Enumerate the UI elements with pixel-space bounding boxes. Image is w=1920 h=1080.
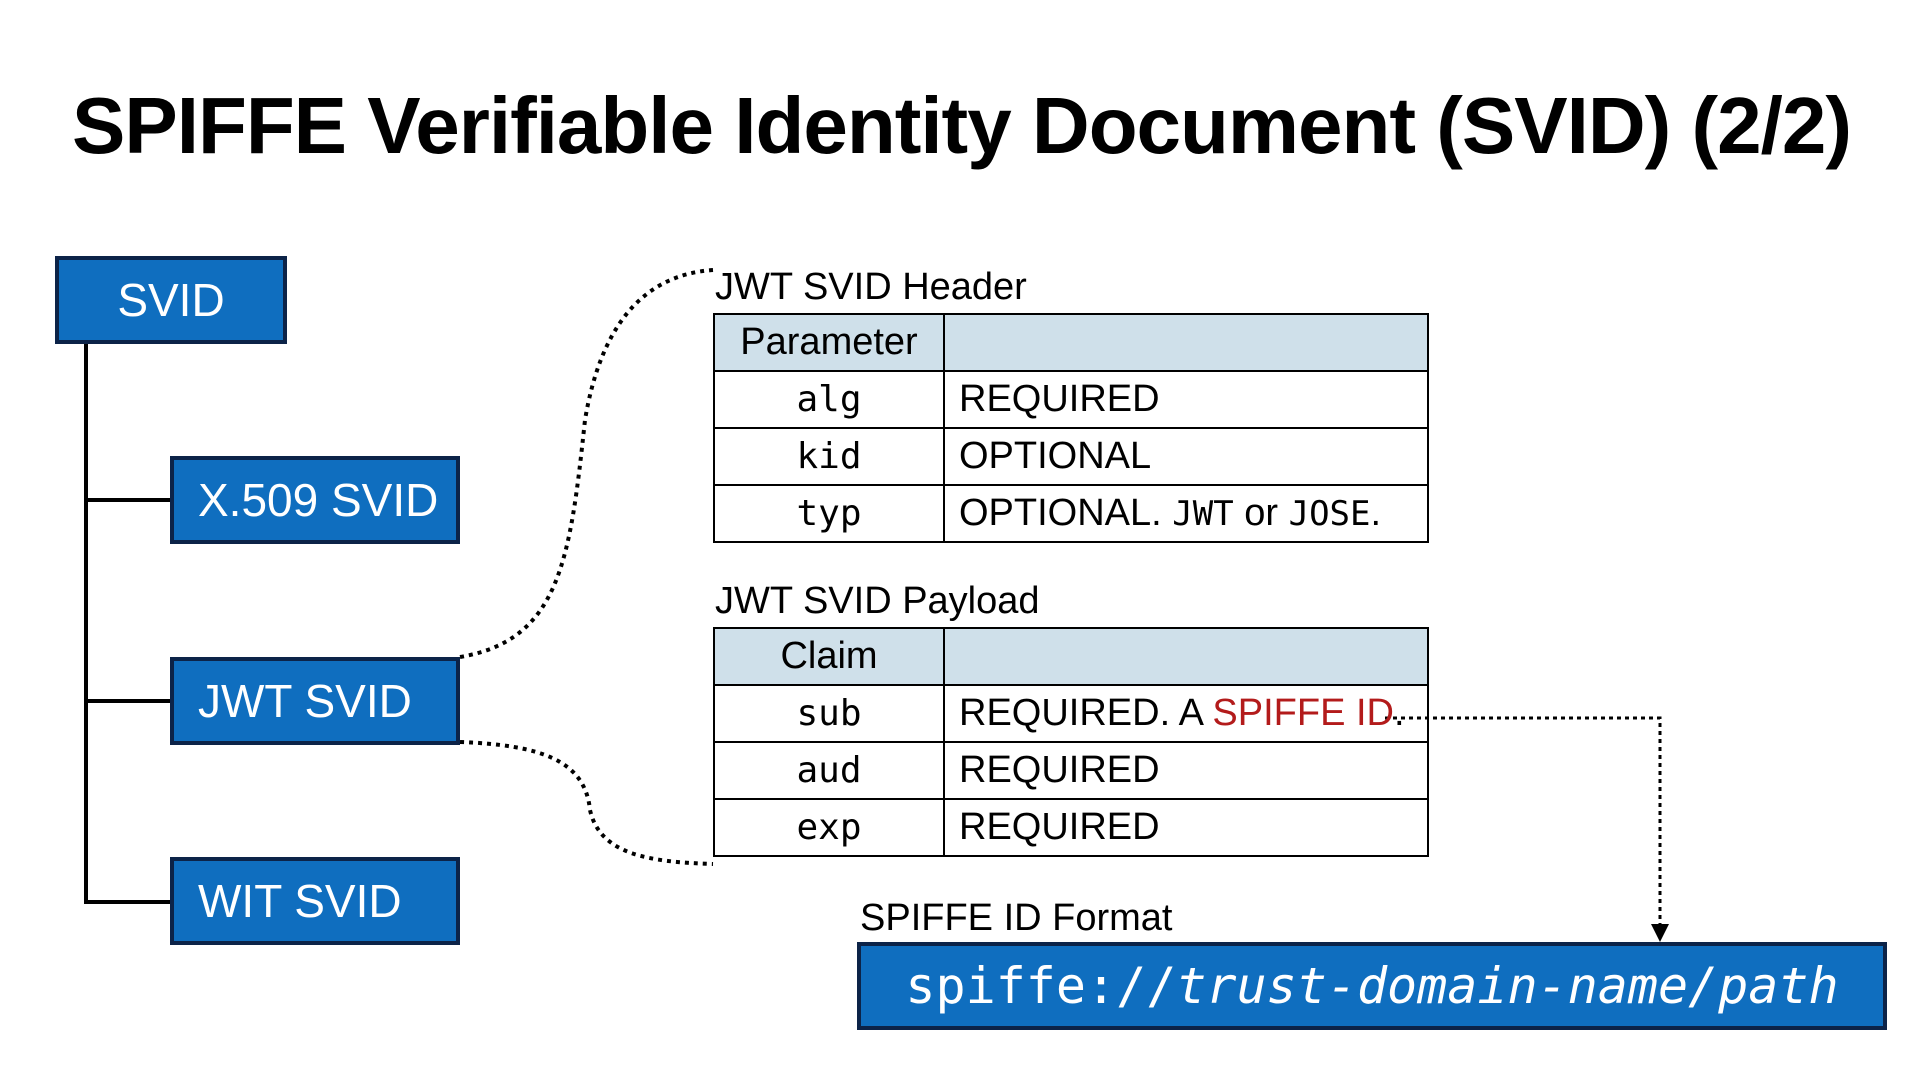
connector-payload	[459, 740, 714, 866]
table-row: exp REQUIRED	[713, 798, 1429, 857]
table-row: kid OPTIONAL	[713, 427, 1429, 486]
value-text: REQUIRED. A	[959, 692, 1213, 734]
claim-name: aud	[713, 741, 945, 800]
code-jwt: JWT	[1172, 494, 1234, 534]
param-name: alg	[713, 370, 945, 429]
claim-value: REQUIRED. A SPIFFE ID.	[943, 684, 1429, 743]
spiffe-id-format-box: spiffe://trust-domain-name/path	[857, 942, 1887, 1030]
svid-node: SVID	[55, 256, 287, 344]
payload-table-caption: JWT SVID Payload	[715, 580, 1040, 622]
tree-branch-wit	[84, 900, 172, 904]
wit-svid-node: WIT SVID	[170, 857, 460, 945]
connector-header	[459, 268, 714, 659]
value-text: OPTIONAL.	[959, 492, 1173, 534]
claim-value: REQUIRED	[943, 798, 1429, 857]
claim-name: sub	[713, 684, 945, 743]
claim-value: REQUIRED	[943, 741, 1429, 800]
value-text: or	[1233, 492, 1289, 534]
arrowhead	[1651, 924, 1669, 942]
column-header-2	[943, 627, 1429, 686]
connector-spiffe-id	[1385, 716, 1662, 930]
claim-name: exp	[713, 798, 945, 857]
table-header-row: Claim	[713, 627, 1429, 686]
table-row: alg REQUIRED	[713, 370, 1429, 429]
jwt-header-table: Parameter alg REQUIRED kid OPTIONAL typ …	[713, 313, 1429, 543]
tree-branch-jwt	[84, 699, 172, 703]
value-text: .	[1370, 492, 1382, 534]
jwt-payload-table: Claim sub REQUIRED. A SPIFFE ID. aud REQ…	[713, 627, 1429, 857]
code-jose: JOSE	[1288, 494, 1371, 534]
table-row: typ OPTIONAL. JWT or JOSE.	[713, 484, 1429, 543]
param-value: OPTIONAL	[943, 427, 1429, 486]
column-header: Parameter	[713, 313, 945, 372]
tree-branch-x509	[84, 498, 172, 502]
param-value: REQUIRED	[943, 370, 1429, 429]
table-header-row: Parameter	[713, 313, 1429, 372]
jwt-svid-node: JWT SVID	[170, 657, 460, 745]
slide-title: SPIFFE Verifiable Identity Document (SVI…	[72, 81, 1852, 170]
spiffe-id-link: SPIFFE ID	[1212, 692, 1394, 734]
column-header: Claim	[713, 627, 945, 686]
tree-trunk	[84, 342, 88, 904]
spiffe-scheme: spiffe://	[905, 957, 1177, 1015]
table-row: sub REQUIRED. A SPIFFE ID.	[713, 684, 1429, 743]
table-row: aud REQUIRED	[713, 741, 1429, 800]
value-text: .	[1393, 692, 1405, 734]
spiffe-path: trust-domain-name/path	[1176, 957, 1839, 1015]
spiffe-id-caption: SPIFFE ID Format	[860, 897, 1173, 939]
header-table-caption: JWT SVID Header	[715, 266, 1027, 308]
param-value: OPTIONAL. JWT or JOSE.	[943, 484, 1429, 543]
column-header-2	[943, 313, 1429, 372]
param-name: typ	[713, 484, 945, 543]
param-name: kid	[713, 427, 945, 486]
x509-svid-node: X.509 SVID	[170, 456, 460, 544]
